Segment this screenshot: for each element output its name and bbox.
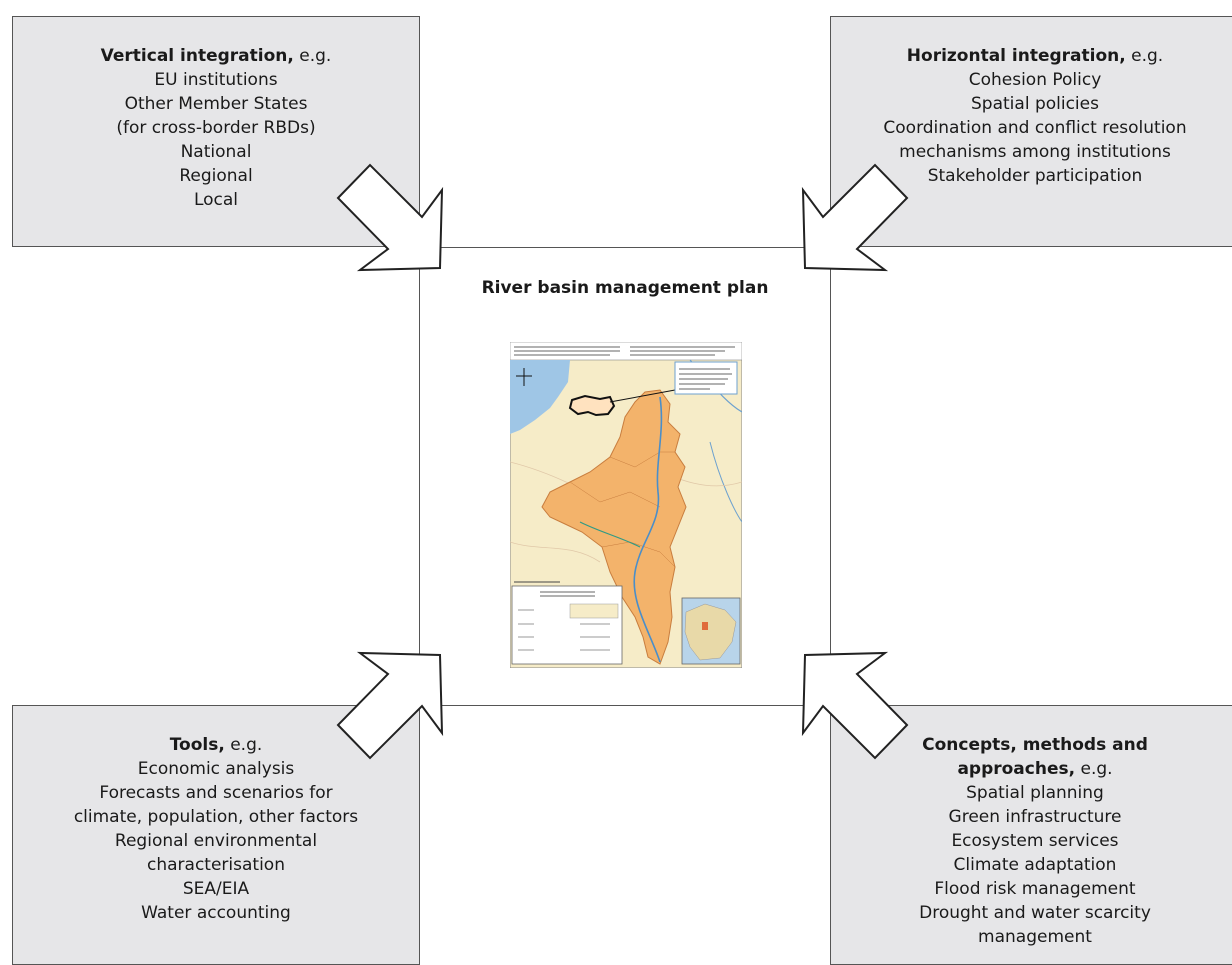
concepts-item: Ecosystem services (951, 831, 1119, 851)
tools-item: Economic analysis (137, 759, 295, 779)
arrow-top-left-icon (336, 163, 444, 272)
horizontal-item: Cohesion Policy (968, 70, 1102, 90)
vertical-integration-heading: Vertical integration, (100, 46, 294, 66)
tools-heading: Tools, (169, 735, 225, 755)
river-basin-plan-title: River basin management plan (481, 278, 769, 298)
concepts-item: Spatial planning (966, 783, 1104, 803)
tools-item: SEA/EIA (182, 879, 250, 899)
river-basin-map-image (510, 342, 742, 668)
horizontal-integration-heading: Horizontal integration, (906, 46, 1126, 66)
horizontal-integration-box: Horizontal integration, e.g. Cohesion Po… (830, 16, 1232, 247)
concepts-box: Concepts, methods and approaches, e.g. S… (830, 705, 1232, 965)
concepts-item: management (978, 927, 1092, 947)
horizontal-item: Spatial policies (971, 94, 1099, 114)
concepts-eg: e.g. (1075, 759, 1113, 779)
concepts-heading-line2: approaches, (957, 759, 1076, 779)
arrow-top-right-icon (801, 163, 909, 272)
vertical-item: EU institutions (154, 70, 278, 90)
concepts-heading-line1: Concepts, methods and (922, 735, 1148, 755)
vertical-integration-eg: e.g. (293, 46, 332, 66)
concepts-item: Green infrastructure (948, 807, 1122, 827)
concepts-item: Drought and water scarcity (919, 903, 1151, 923)
arrow-bottom-left-icon (336, 651, 444, 760)
horizontal-item: Coordination and conflict resolution (883, 118, 1187, 138)
concepts-item: Climate adaptation (953, 855, 1117, 875)
arrow-bottom-right-icon (801, 651, 909, 760)
vertical-item: National (180, 142, 252, 162)
vertical-integration-box: Vertical integration, e.g. EU institutio… (12, 16, 420, 247)
tools-eg: e.g. (224, 735, 263, 755)
tools-box: Tools, e.g. Economic analysis Forecasts … (12, 705, 420, 965)
tools-item: climate, population, other factors (73, 807, 359, 827)
river-basin-plan-box: River basin management plan (419, 247, 831, 706)
vertical-item: (for cross-border RBDs) (116, 118, 316, 138)
horizontal-integration-eg: e.g. (1125, 46, 1164, 66)
concepts-item: Flood risk management (934, 879, 1136, 899)
tools-item: characterisation (147, 855, 285, 875)
tools-item: Forecasts and scenarios for (99, 783, 333, 803)
tools-item: Water accounting (141, 903, 291, 923)
vertical-item: Local (193, 190, 239, 210)
vertical-item: Other Member States (124, 94, 308, 114)
horizontal-item: Stakeholder participation (927, 166, 1143, 186)
vertical-item: Regional (179, 166, 253, 186)
horizontal-item: mechanisms among institutions (899, 142, 1171, 162)
tools-item: Regional environmental (114, 831, 318, 851)
